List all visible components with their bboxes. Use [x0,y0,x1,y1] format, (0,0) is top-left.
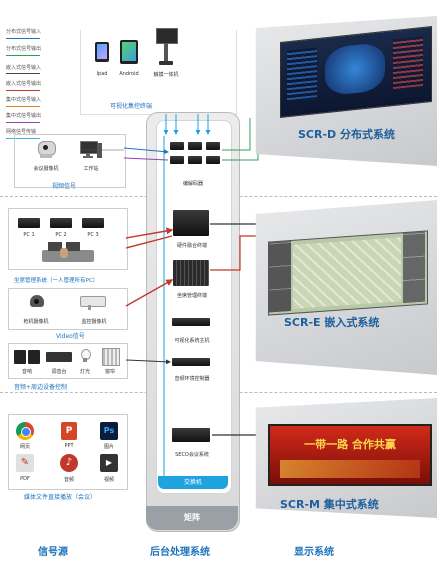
scr-m-label: SCR-M 集中式系统 [280,498,379,511]
codec-device-icon [188,142,202,150]
switch-label: 交换机 [158,476,228,489]
video-file-icon: ▶ [100,454,118,472]
column-title-display: 显示系统 [294,547,334,558]
chrome-icon [16,422,34,440]
scr-d-screen [280,26,432,118]
pc-frame [8,208,128,270]
video-group-label: 视频信号 [52,183,77,190]
light-bulb-icon [80,349,91,363]
scr-d-label: SCR-D 分布式系统 [298,128,395,141]
ipad-icon [95,42,109,62]
speaker-icon [14,350,26,364]
room-scr-m: 一带一路 合作共赢 SCR-M 集中式系统 [240,392,437,524]
audio-item-label: 音响 [21,369,32,375]
legend-line [6,122,40,123]
media-item-label: 音频 [63,477,74,483]
android-tablet-icon [120,40,138,64]
column-title-source: 信号源 [38,547,68,558]
audio-frame [8,343,128,379]
column-title-process: 后台处理系统 [150,547,210,558]
bullet-camera-icon [80,294,108,310]
workstation-label: 工作站 [83,166,99,172]
pc3-icon [82,218,104,228]
fusion-label: 硬件融合终端 [176,243,207,249]
pc-group-label: 坐席管理系统（一人管理所有PC） [14,278,99,284]
visual-host-label: 可视化系统主机 [174,338,210,344]
audio-group-label: 音频+周边设备控制 [14,384,68,391]
mixer-icon [46,352,72,362]
dome-camera-icon [28,293,46,311]
media-item-label: PPT [64,443,74,449]
pc1-label: PC 1 [23,232,35,238]
codec-device-icon [170,142,184,150]
fusion-terminal-icon [173,210,209,236]
env-controller-label: 音频环境控制器 [174,376,210,382]
codec-device-icon [206,142,220,150]
legend-item: 分布式信号输出 [6,46,42,52]
scr-e-label: SCR-E 嵌入式系统 [284,316,380,329]
matrix-label: 矩阵 [146,506,238,530]
touch-kiosk-icon [153,28,179,68]
audio-item-label: 调音台 [51,369,67,375]
seat-label: 坐席管理终端 [176,293,207,299]
pdf-icon: ✎ [16,454,34,472]
pc2-icon [50,218,72,228]
ipad-label: Ipad [96,71,108,77]
media-item-label: 图片 [103,444,114,450]
speaker-icon [28,350,40,364]
scr-m-banner: 一带一路 合作共赢 [304,438,396,451]
seco-device-icon [172,428,210,442]
camera-group-label: Video信号 [56,333,85,340]
visual-host-icon [172,318,210,326]
monitor-camera-label: 监控摄像机 [81,319,107,325]
operator-desk-icon [38,242,98,264]
conference-camera-icon [36,141,56,159]
legend-line [6,138,40,139]
legend-item: 分布式信号输入 [6,29,42,35]
seat-terminal-icon [173,260,209,286]
legend-line [6,38,40,39]
media-item-label: 视频 [103,477,114,483]
legend-item: 集中式信号输入 [6,97,42,103]
room-scr-e: SCR-E 嵌入式系统 [240,196,437,382]
terminals-group-label: 可视化集控终端 [110,103,153,110]
codec-label: 编解码器 [182,181,203,187]
legend-line [6,90,40,91]
media-item-label: 网页 [19,444,30,450]
env-controller-icon [172,358,210,366]
pc1-icon [18,218,40,228]
audio-item-label: 灯光 [79,369,90,375]
gun-camera-label: 枪机摄像机 [23,319,49,325]
camera-frame [8,288,128,330]
media-frame [8,414,128,490]
legend-line [6,106,40,107]
kiosk-label: 触摸一体机 [153,72,179,78]
audio-item-label: 窗帘 [104,369,115,375]
legend-line [6,73,40,74]
codec-device-icon [170,156,184,164]
legend-line [6,55,40,56]
room-scr-d: SCR-D 分布式系统 [240,6,437,176]
legend-item: 嵌入式信号输入 [6,65,42,71]
audio-file-icon: ♪ [60,454,78,472]
workstation-icon [80,141,102,161]
pc3-label: PC 3 [87,232,99,238]
codec-device-icon [206,156,220,164]
conference-camera-label: 会议摄像机 [33,166,59,172]
android-label: Android [119,71,139,77]
legend-item: 网络信号传输 [6,129,37,135]
scr-m-screen: 一带一路 合作共赢 [268,424,432,486]
codec-device-icon [188,156,202,164]
pc2-label: PC 2 [55,232,67,238]
legend-item: 集中式信号输出 [6,113,42,119]
curtain-icon [102,348,120,366]
video-frame [14,134,126,188]
media-item-label: PDF [20,476,30,482]
photoshop-icon: Ps [100,422,118,440]
media-group-label: 媒体文件直接播放（会议） [24,494,97,501]
ppt-icon: P [61,422,77,440]
seco-label: SECO会议系统 [175,452,209,458]
scr-e-screen [268,230,428,316]
legend-item: 嵌入式信号输出 [6,81,42,87]
